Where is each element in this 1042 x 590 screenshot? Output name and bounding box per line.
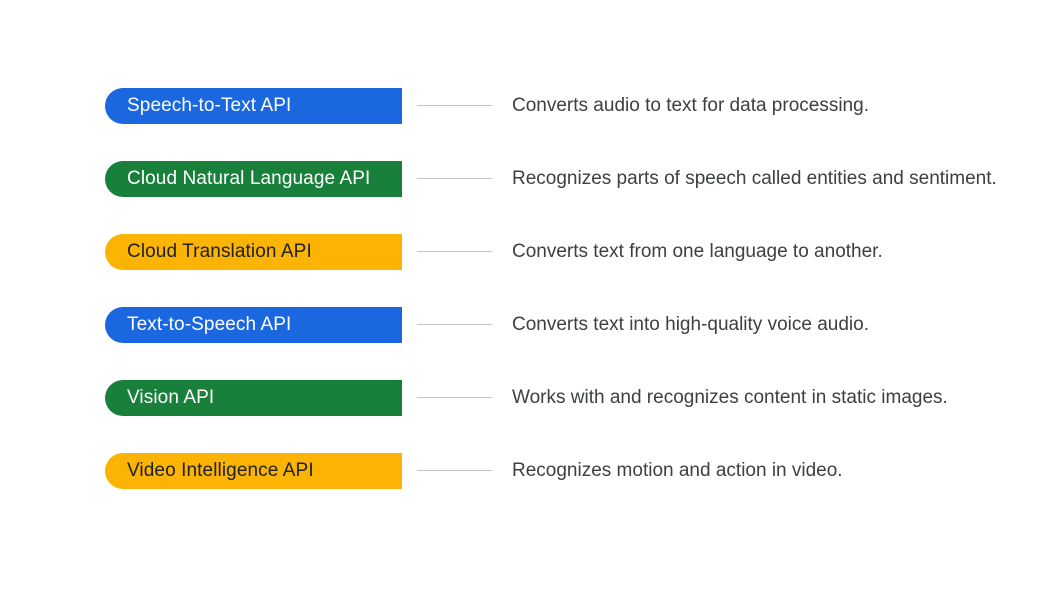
api-description: Converts text into high-quality voice au… [512,314,869,335]
api-label-pill: Speech-to-Text API [105,88,402,124]
api-label-pill: Text-to-Speech API [105,307,402,343]
api-label-pill: Video Intelligence API [105,453,402,489]
api-description: Works with and recognizes content in sta… [512,387,948,408]
api-label: Speech-to-Text API [127,95,292,116]
api-label: Video Intelligence API [127,460,314,481]
connector-line [417,178,492,179]
api-description: Converts text from one language to anoth… [512,241,883,262]
api-row-text-to-speech: Text-to-Speech API Converts text into hi… [105,307,1005,345]
api-description: Recognizes parts of speech called entiti… [512,168,997,189]
connector-line [417,470,492,471]
connector-line [417,397,492,398]
api-label: Cloud Translation API [127,241,312,262]
api-row-video-intelligence: Video Intelligence API Recognizes motion… [105,453,1005,491]
api-label: Vision API [127,387,215,408]
api-label-pill: Cloud Natural Language API [105,161,402,197]
api-label: Text-to-Speech API [127,314,292,335]
api-label-pill: Vision API [105,380,402,416]
api-label: Cloud Natural Language API [127,168,371,189]
connector-line [417,105,492,106]
api-row-vision: Vision API Works with and recognizes con… [105,380,1005,418]
api-row-translation: Cloud Translation API Converts text from… [105,234,1005,272]
connector-line [417,324,492,325]
connector-line [417,251,492,252]
api-row-natural-language: Cloud Natural Language API Recognizes pa… [105,161,1005,199]
api-row-speech-to-text: Speech-to-Text API Converts audio to tex… [105,88,1005,126]
api-label-pill: Cloud Translation API [105,234,402,270]
api-description: Recognizes motion and action in video. [512,460,843,481]
api-description: Converts audio to text for data processi… [512,95,869,116]
